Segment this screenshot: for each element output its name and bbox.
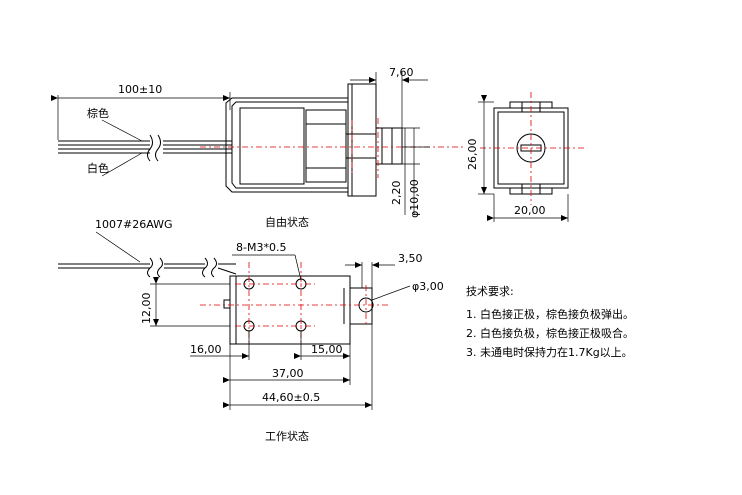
frame-body-free: [225, 83, 403, 197]
dim-15: 15,00: [311, 343, 343, 356]
lead-wires: [58, 134, 232, 162]
dim-16: 16,00: [190, 343, 222, 356]
body-work: [229, 275, 351, 345]
dim-44-60: 44,60±0.5: [262, 391, 320, 404]
end-view: [478, 92, 585, 222]
work-state-title: 工作状态: [265, 429, 309, 443]
dim-26: 26,00: [466, 139, 479, 171]
free-state-title: 自由状态: [265, 215, 309, 229]
wire-spec: 1007#26AWG: [95, 218, 173, 231]
dim-phi10: φ10,00: [408, 179, 421, 218]
requirements-title: 技术要求:: [466, 285, 514, 298]
thread-spec: 8-M3*0.5: [236, 241, 286, 254]
free-state-view: [51, 72, 465, 215]
lead-wire-work: [58, 257, 237, 278]
requirement-3: 3. 未通电时保持力在1.7Kg以上。: [466, 345, 633, 359]
label-white-wire: 白色: [87, 161, 109, 175]
dim-37: 37,00: [272, 367, 304, 380]
work-state-view: [58, 231, 411, 410]
dim-phi3: φ3,00: [412, 280, 444, 293]
dim-lead-length: 100±10: [118, 83, 162, 96]
requirement-2: 2. 白色接负极，棕色接正极吸合。: [466, 326, 634, 340]
dim-3-50: 3,50: [398, 252, 423, 265]
label-brown-wire: 棕色: [87, 106, 109, 120]
dim-20: 20,00: [514, 204, 546, 217]
requirement-1: 1. 白色接正极，棕色接负极弹出。: [466, 307, 634, 321]
dim-plunger-extension: 7,60: [389, 66, 414, 79]
dim-2-20: 2,20: [390, 181, 403, 206]
dim-12: 12,00: [140, 293, 153, 325]
